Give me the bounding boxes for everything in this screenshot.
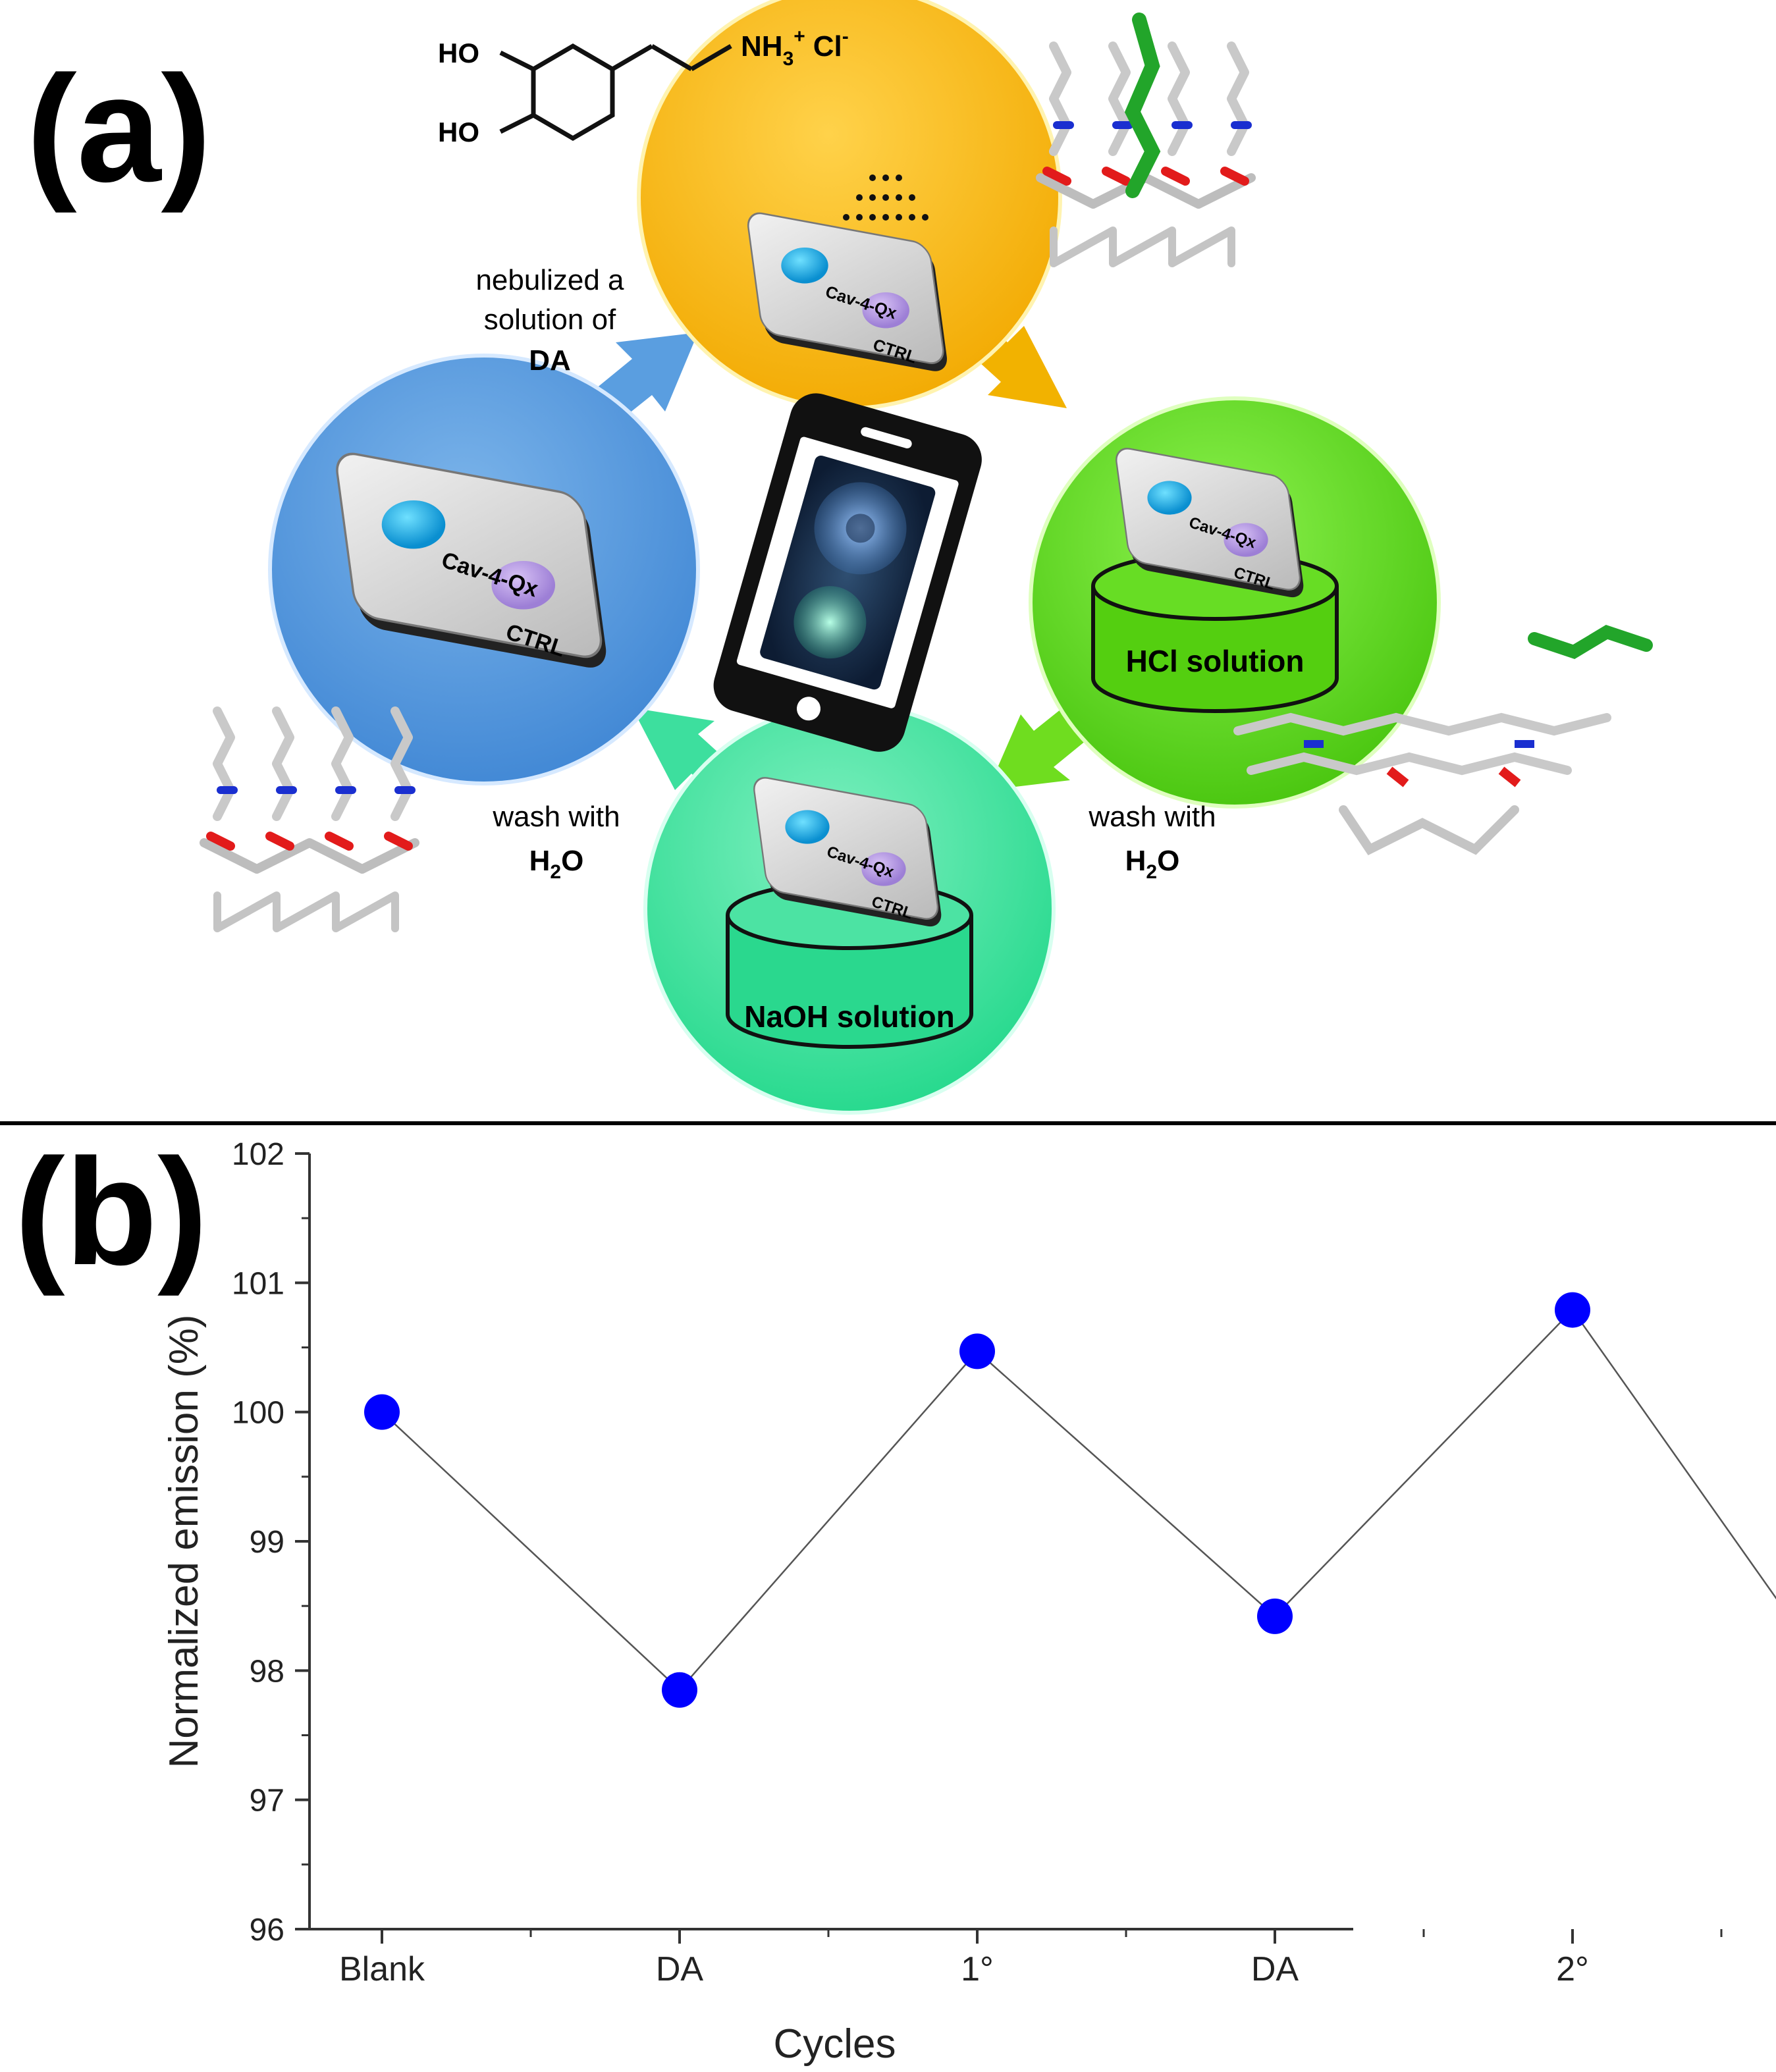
y-axis-title: Normalized emission (%) bbox=[161, 1314, 207, 1768]
stage-initial: Cav-4-Qx CTRL bbox=[268, 354, 700, 785]
x-tick-label: Blank bbox=[339, 1950, 425, 1988]
nebulize-line3: DA bbox=[529, 344, 571, 377]
data-point bbox=[662, 1672, 697, 1708]
wash-left-label: wash with H2O bbox=[492, 801, 620, 883]
smartphone-icon bbox=[713, 393, 982, 752]
x-tick-label: DA bbox=[656, 1950, 704, 1988]
series-line bbox=[381, 1308, 1776, 1691]
molecule-chloride: Cl bbox=[813, 30, 842, 63]
nebulize-line1: nebulized a bbox=[475, 264, 624, 296]
ctrl-spot-icon bbox=[1224, 523, 1268, 557]
wash-right-label: wash with H2O bbox=[1088, 801, 1216, 883]
dopamine-structure bbox=[499, 43, 732, 142]
cav-spot-icon bbox=[785, 810, 830, 844]
arrow-blue-to-yellow bbox=[596, 332, 698, 421]
cav-spot-icon bbox=[381, 500, 446, 549]
cavitand-open-model bbox=[1233, 625, 1653, 856]
data-point bbox=[1555, 1292, 1590, 1328]
panel-b: (b) 96979899100101102BlankDA1°DA2°DA3°Cy… bbox=[14, 1127, 1776, 2067]
molecule-amine-sup: + bbox=[794, 26, 805, 47]
wash-right-line2: H2O bbox=[1125, 845, 1180, 883]
y-tick-label: 96 bbox=[250, 1913, 284, 1948]
cav-spot-icon bbox=[1147, 481, 1192, 515]
y-tick-label: 101 bbox=[232, 1266, 284, 1301]
nebulizer-spray bbox=[843, 174, 928, 221]
panel-a-label: (a) bbox=[26, 44, 211, 213]
molecule-amine-n: NH bbox=[741, 30, 783, 63]
x-tick-label: DA bbox=[1251, 1950, 1299, 1988]
ctrl-spot-icon bbox=[861, 852, 906, 886]
wash-left-line1: wash with bbox=[492, 801, 620, 833]
arrow-green-to-teal bbox=[988, 704, 1090, 790]
cav-spot-icon bbox=[781, 248, 828, 284]
data-point bbox=[364, 1394, 400, 1430]
emission-chart: 96979899100101102BlankDA1°DA2°DA3°Cycles… bbox=[161, 1137, 1776, 2067]
molecule-ho-1: HO bbox=[438, 38, 479, 68]
molecule-chloride-sup: - bbox=[842, 26, 849, 47]
data-point bbox=[1257, 1598, 1293, 1634]
stage-dopamine: HO HO NH3+ Cl- Cav-4-Qx CTRL bbox=[438, 0, 1062, 410]
naoh-solution-label: NaOH solution bbox=[744, 999, 954, 1034]
ctrl-spot-icon bbox=[862, 292, 909, 329]
sensor-chip-yellow: Cav-4-Qx CTRL bbox=[745, 209, 950, 375]
x-tick-label: 2° bbox=[1556, 1950, 1589, 1988]
y-tick-label: 97 bbox=[250, 1784, 284, 1819]
stage-hcl: HCl solution Cav-4-Qx CTRL bbox=[1029, 396, 1441, 809]
x-axis-title: Cycles bbox=[773, 2021, 896, 2067]
cavitand-dopamine-model bbox=[1040, 13, 1251, 263]
nebulize-line2: solution of bbox=[484, 304, 616, 336]
x-tick-label: 1° bbox=[961, 1950, 994, 1988]
hcl-solution-label: HCl solution bbox=[1126, 644, 1305, 678]
molecule-ho-2: HO bbox=[438, 117, 479, 147]
sensor-chip-green: Cav-4-Qx CTRL bbox=[1113, 445, 1306, 601]
y-tick-label: 100 bbox=[232, 1396, 284, 1431]
ctrl-spot-icon bbox=[491, 560, 556, 610]
molecule-amine: NH3+ Cl- bbox=[741, 26, 849, 70]
y-tick-label: 99 bbox=[250, 1525, 284, 1560]
wash-right-line1: wash with bbox=[1088, 801, 1216, 833]
stage-naoh: NaOH solution Cav-4-Qx CTRL bbox=[643, 703, 1056, 1115]
y-tick-label: 102 bbox=[232, 1137, 284, 1172]
panel-a: (a) HO HO NH3+ Cl- bbox=[26, 0, 1653, 1115]
wash-left-line2: H2O bbox=[529, 845, 584, 883]
panel-b-label: (b) bbox=[14, 1127, 208, 1296]
step-nebulize-label: nebulized a solution of DA bbox=[475, 264, 624, 377]
molecule-amine-sub: 3 bbox=[783, 48, 794, 70]
data-point bbox=[959, 1333, 995, 1369]
sensor-chip-blue: Cav-4-Qx CTRL bbox=[333, 449, 610, 673]
y-tick-label: 98 bbox=[250, 1654, 284, 1689]
